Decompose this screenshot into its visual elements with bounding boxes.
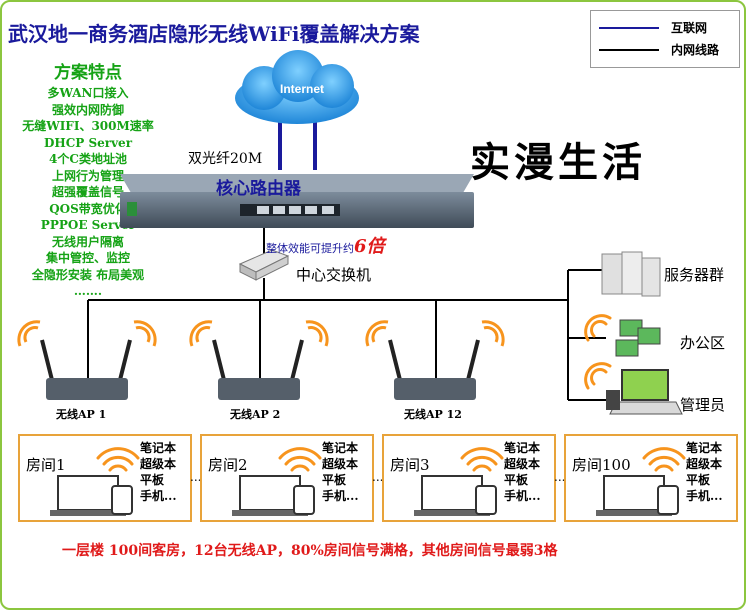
room-separator: ... <box>372 470 384 484</box>
device-label: 手机... <box>140 489 177 503</box>
wifi-icon <box>278 447 322 472</box>
feature-item: 集中管控、监控 <box>45 251 130 265</box>
lan-bus <box>87 269 614 401</box>
device-label: 笔记本 <box>140 441 177 455</box>
room-devices-icon <box>414 475 497 516</box>
room-devices-icon <box>50 475 133 516</box>
feature-item: 4个C类地址池 <box>49 152 127 166</box>
device-label: 超级本 <box>686 457 723 471</box>
legend: 互联网 内网线路 <box>590 10 740 68</box>
legend-item-internet: 互联网 <box>599 19 737 37</box>
room-devices-icon <box>596 475 679 516</box>
device-label: 超级本 <box>504 457 541 471</box>
lan-line-swatch <box>599 49 659 51</box>
room-name: 房间2 <box>208 456 248 474</box>
legend-label: 内网线路 <box>671 43 720 57</box>
guest-room: 房间3 笔记本 超级本 平板 手机... <box>382 434 556 522</box>
admin-label: 管理员 <box>680 396 726 414</box>
wifi-icon <box>96 447 140 472</box>
feature-item: 无线用户隔离 <box>51 234 124 249</box>
internet-cloud-icon <box>235 50 359 124</box>
guest-room: 房间1 笔记本 超级本 平板 手机... <box>18 434 192 522</box>
legend-label: 互联网 <box>671 21 708 35</box>
feature-item: 全隐形安装 布局美观 <box>31 267 145 282</box>
feature-item: 无缝WIFI、300M速率 <box>22 119 154 133</box>
room-device-list: 笔记本 超级本 平板 手机... <box>140 440 177 504</box>
guest-room: 房间100 笔记本 超级本 平板 手机... <box>564 434 738 522</box>
room-name: 房间3 <box>390 456 430 474</box>
office-area-label: 办公区 <box>680 334 726 352</box>
server-group-icon <box>601 251 661 297</box>
device-label: 笔记本 <box>504 441 541 455</box>
room-name: 房间1 <box>26 456 66 474</box>
room-wifi-icons <box>96 447 686 472</box>
internet-links <box>278 122 317 170</box>
feature-item: QOS带宽优化 <box>49 201 127 216</box>
central-switch-icon <box>238 249 290 281</box>
device-label: 平板 <box>322 473 347 487</box>
room-device-list: 笔记本 超级本 平板 手机... <box>322 440 359 504</box>
admin-laptop-icon <box>606 369 683 415</box>
access-point-icon <box>189 320 329 400</box>
switch-label: 中心交换机 <box>296 266 372 284</box>
device-label: 平板 <box>504 473 529 487</box>
feature-item: 强效内网防御 <box>51 102 124 117</box>
ap-label: 无线AP 1 <box>56 408 107 421</box>
feature-list: 方案特点 多WAN口接入 强效内网防御 无缝WIFI、300M速率 DHCP S… <box>8 58 168 300</box>
office-computers-icon <box>615 319 661 357</box>
device-label: 手机... <box>322 489 359 503</box>
server-group-label: 服务器群 <box>664 266 725 284</box>
room-device-list: 笔记本 超级本 平板 手机... <box>504 440 541 504</box>
device-label: 平板 <box>140 473 165 487</box>
device-label: 超级本 <box>140 457 177 471</box>
wifi-icon <box>584 314 612 390</box>
ap-label: 无线AP 2 <box>230 408 281 421</box>
room-device-list: 笔记本 超级本 平板 手机... <box>686 440 723 504</box>
internet-cloud-label: Internet <box>280 82 325 96</box>
wifi-icon <box>460 447 504 472</box>
device-label: 手机... <box>504 489 541 503</box>
device-label: 笔记本 <box>686 441 723 455</box>
feature-item: 上网行为管理 <box>51 168 124 183</box>
performance-multiplier: 6倍 <box>354 236 385 257</box>
feature-item: 超强覆盖信号 <box>51 185 124 199</box>
page-title: 武汉地一商务酒店隐形无线WiFi覆盖解决方案 <box>8 22 420 46</box>
access-point-icon <box>17 320 157 400</box>
footer-summary: 一层楼 100间客房，12台无线AP，80%房间信号满格，其他房间信号最弱3格 <box>62 543 558 559</box>
wifi-icon <box>642 447 686 472</box>
feature-item: PPPOE Server <box>40 218 136 232</box>
brand-logo-text: 实漫生活 <box>470 139 646 186</box>
device-label: 手机... <box>686 489 723 503</box>
feature-item: DHCP Server <box>43 135 133 150</box>
guest-room: 房间2 笔记本 超级本 平板 手机... <box>200 434 374 522</box>
core-router-icon <box>120 174 474 228</box>
room-separator: ... <box>554 470 566 484</box>
device-label: 笔记本 <box>322 441 359 455</box>
device-label: 平板 <box>686 473 711 487</box>
room-separator: ... <box>190 470 202 484</box>
ap-label: 无线AP 12 <box>404 408 462 421</box>
fiber-label: 双光纤20M <box>188 151 263 167</box>
room-devices-icon <box>232 475 315 516</box>
router-label: 核心路由器 <box>216 179 301 199</box>
performance-note: 整体效能可提升约6倍 <box>266 232 385 258</box>
device-label: 超级本 <box>322 457 359 471</box>
internet-line-swatch <box>599 27 659 29</box>
legend-item-lan: 内网线路 <box>599 41 737 59</box>
performance-text: 整体效能可提升约 <box>266 242 354 255</box>
access-point-icon <box>365 320 505 400</box>
feature-item: 多WAN口接入 <box>47 86 129 100</box>
feature-title: 方案特点 <box>54 63 122 83</box>
room-name: 房间100 <box>572 456 631 474</box>
feature-item: ……. <box>73 284 103 298</box>
